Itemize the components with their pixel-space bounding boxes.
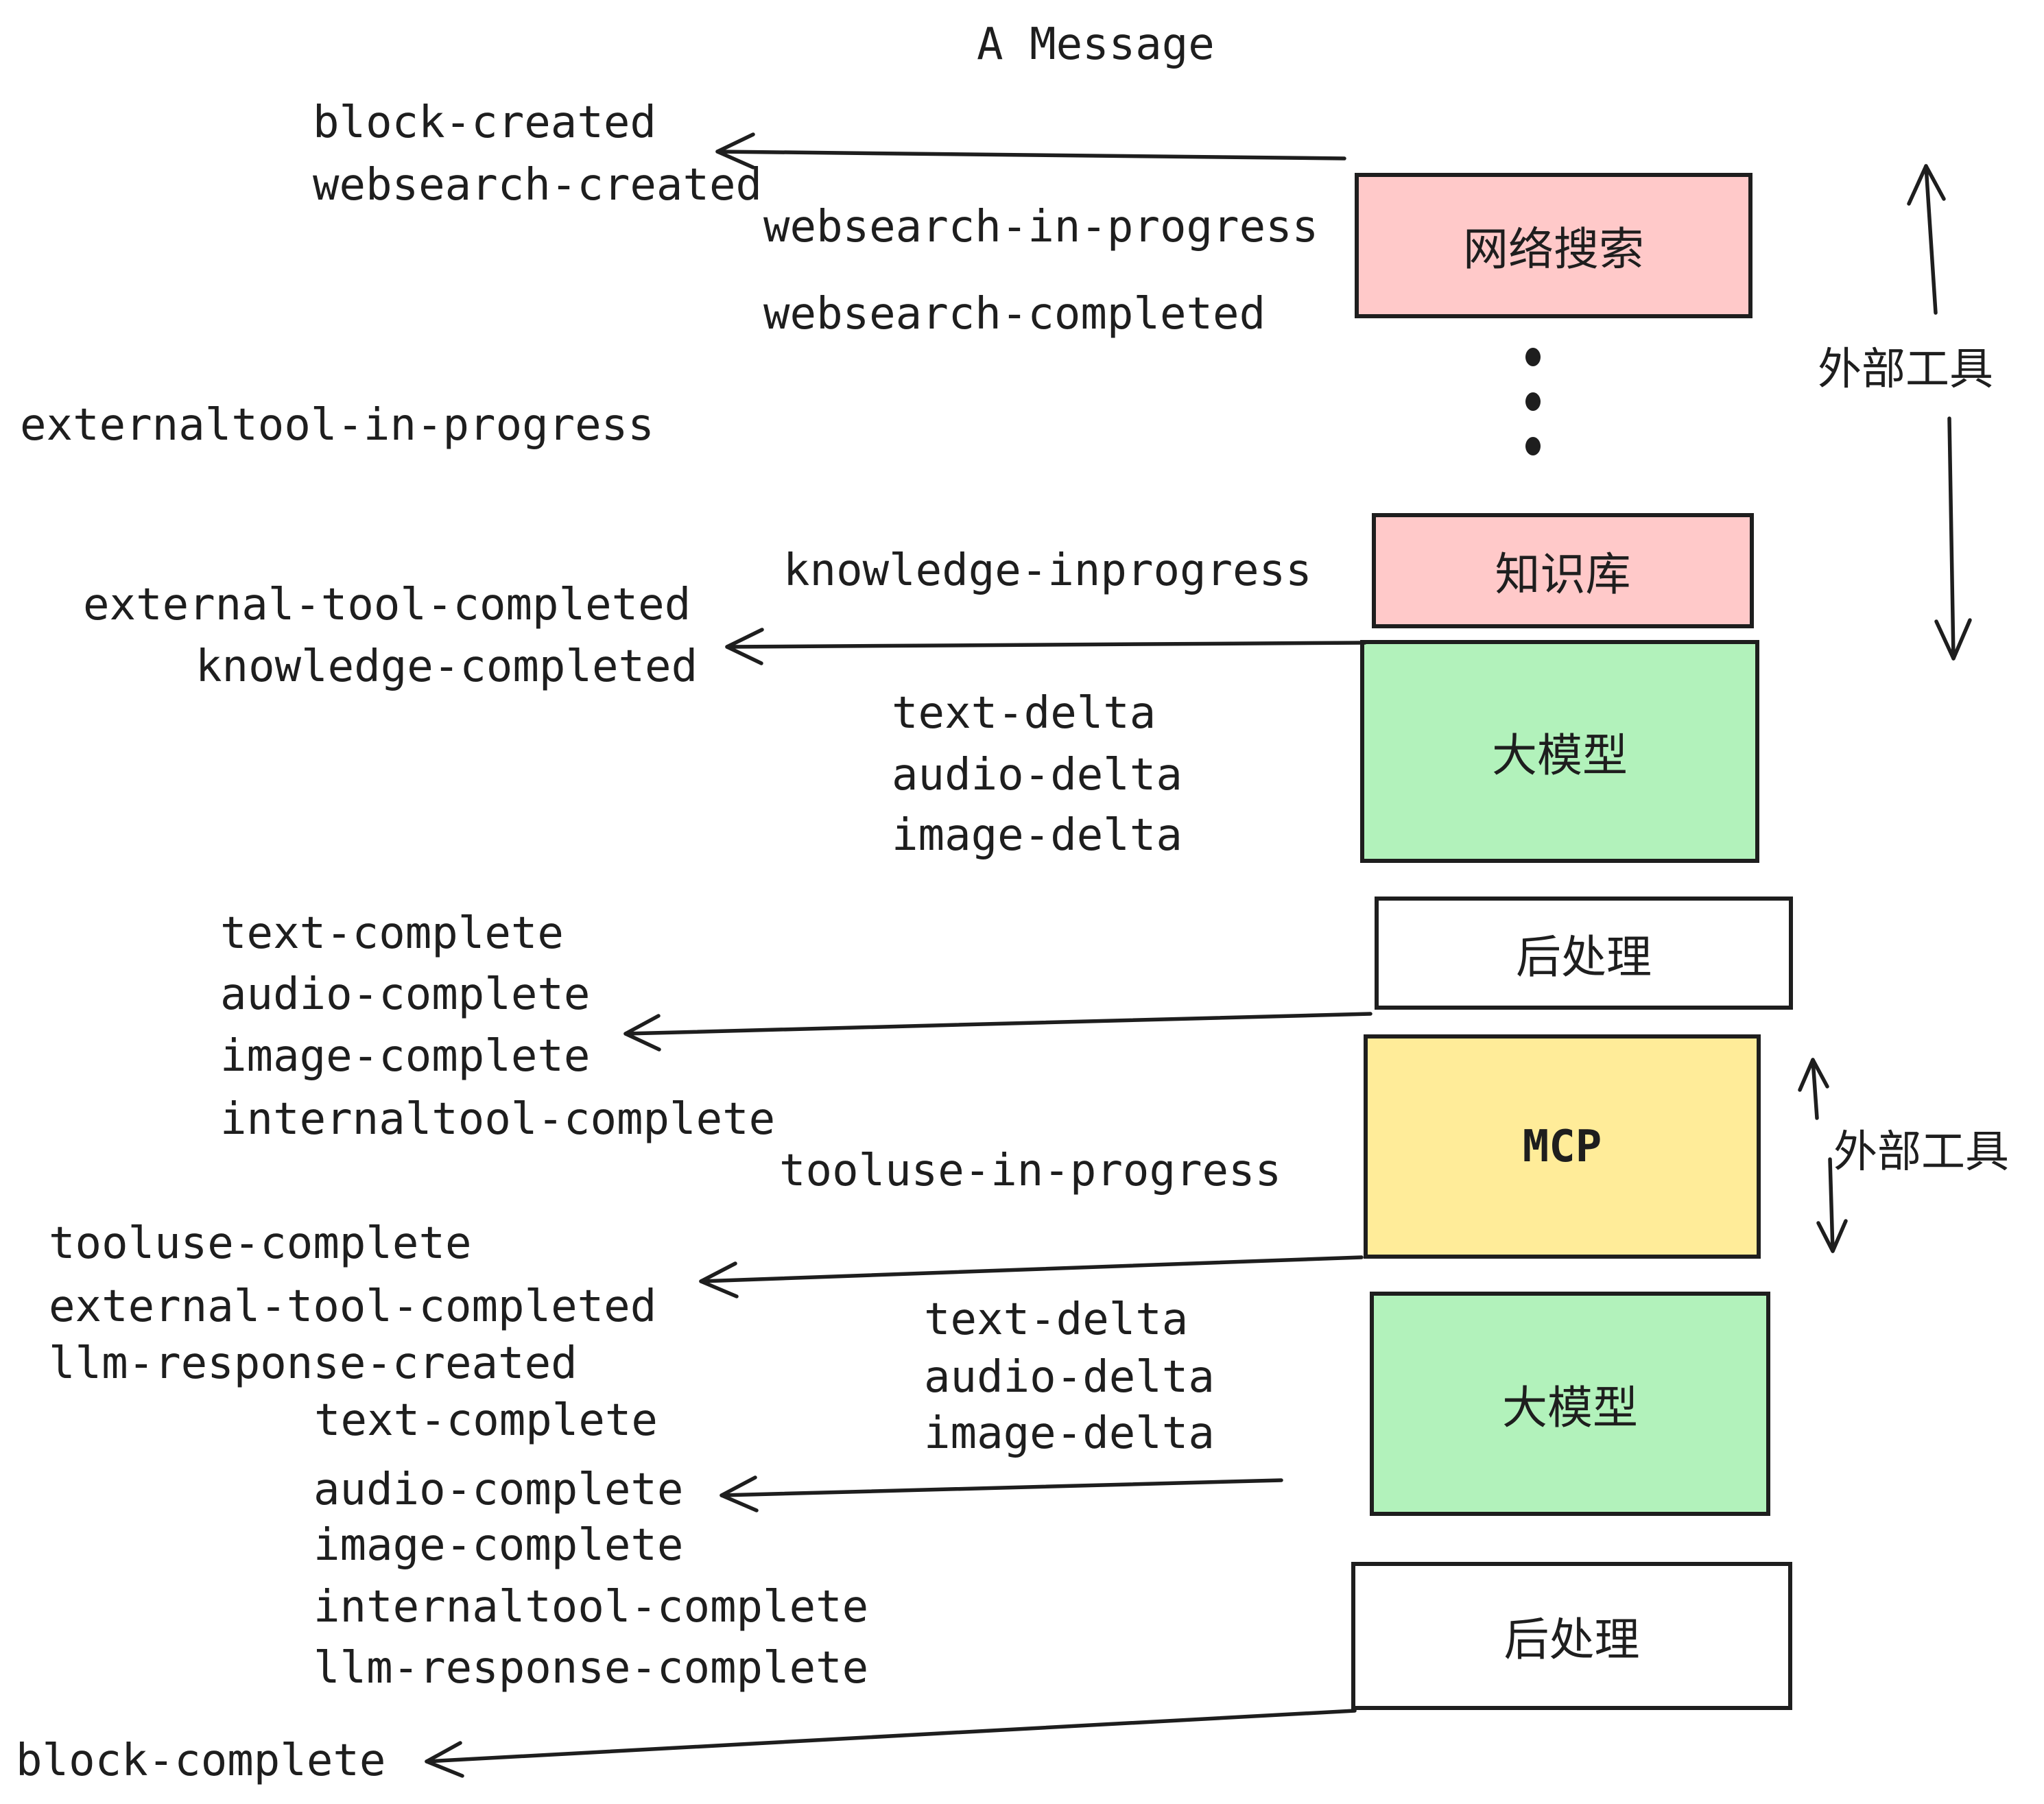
arrow-tooluse-complete-head — [699, 1261, 739, 1298]
event-label-tooluse-complete: tooluse-complete — [49, 1218, 472, 1269]
arrow-external-tools-1-down-line — [1947, 416, 1956, 661]
arrow-audio-complete-line — [720, 1478, 1283, 1497]
arrow-tooluse-complete-line — [699, 1255, 1364, 1283]
arrow-audio-complete-head — [720, 1475, 759, 1512]
event-label-external-tool-completed-2: external-tool-completed — [49, 1281, 657, 1332]
event-label-externaltool-in-progress: externaltool-in-progress — [20, 400, 654, 451]
box-websearch: 网络搜索 — [1355, 173, 1752, 318]
arrow-external-tools-1-down-head — [1934, 618, 1972, 661]
external-tools-annotation-1: 外部工具 — [1818, 344, 1993, 394]
event-label-block-complete: block-complete — [16, 1735, 386, 1786]
box-post-1-label: 后处理 — [1516, 931, 1652, 982]
arrow-external-tools-2-down-head — [1816, 1219, 1848, 1253]
event-label-audio-delta-1: audio-delta — [892, 750, 1183, 800]
event-label-image-delta-1: image-delta — [892, 810, 1183, 861]
arrow-external-tools-2-down-line — [1828, 1157, 1835, 1253]
event-label-image-delta-2: image-delta — [924, 1408, 1215, 1459]
event-label-llm-response-complete: llm-response-complete — [313, 1643, 869, 1694]
event-label-image-complete-2: image-complete — [313, 1520, 684, 1571]
box-llm-1-label: 大模型 — [1492, 729, 1628, 781]
event-label-text-delta-1: text-delta — [892, 688, 1156, 739]
box-mcp-label: MCP — [1522, 1121, 1602, 1172]
event-label-websearch-in-progress: websearch-in-progress — [763, 202, 1319, 252]
box-websearch-label: 网络搜索 — [1463, 224, 1644, 274]
arrow-knowledge-completed-line — [725, 641, 1367, 649]
event-label-websearch-completed: websearch-completed — [763, 289, 1266, 340]
ellipsis-dot-3 — [1525, 437, 1541, 455]
arrow-knowledge-completed-head — [725, 628, 764, 665]
event-label-text-complete-1: text-complete — [220, 908, 564, 959]
event-label-audio-complete-2: audio-complete — [313, 1464, 684, 1515]
box-llm-2-label: 大模型 — [1502, 1381, 1638, 1433]
event-label-image-complete-1: image-complete — [220, 1031, 591, 1082]
event-label-tooluse-in-progress: tooluse-in-progress — [779, 1146, 1282, 1196]
arrow-internal-complete-line — [623, 1012, 1372, 1036]
box-post-2: 后处理 — [1351, 1562, 1792, 1710]
box-knowledge-label: 知识库 — [1495, 549, 1631, 600]
event-label-knowledge-completed: knowledge-completed — [195, 641, 698, 692]
event-label-text-complete-2: text-complete — [314, 1395, 658, 1446]
arrow-external-tools-2-up-line — [1811, 1058, 1819, 1120]
arrow-block-complete-head — [425, 1741, 464, 1778]
event-label-internaltool-complete-1: internaltool-complete — [220, 1094, 776, 1145]
ellipsis-dot-1 — [1525, 348, 1541, 366]
arrow-block-complete-line — [425, 1709, 1357, 1764]
event-label-internaltool-complete-2: internaltool-complete — [313, 1582, 869, 1633]
ellipsis-dot-2 — [1525, 392, 1541, 411]
event-label-block-created: block-created — [313, 97, 656, 148]
arrow-external-tools-2-up-head — [1798, 1058, 1829, 1092]
box-post-2-label: 后处理 — [1504, 1614, 1640, 1665]
event-label-audio-complete-1: audio-complete — [220, 969, 591, 1020]
diagram-title: A Message — [977, 19, 1215, 70]
box-post-1: 后处理 — [1375, 897, 1793, 1010]
arrow-external-tools-1-up-head — [1907, 164, 1946, 206]
event-label-text-delta-2: text-delta — [924, 1294, 1189, 1345]
event-label-knowledge-inprogress: knowledge-inprogress — [783, 545, 1312, 596]
box-mcp: MCP — [1364, 1034, 1761, 1259]
arrow-internal-complete-head — [623, 1014, 661, 1052]
event-label-llm-response-created: llm-response-created — [49, 1338, 578, 1389]
event-label-external-tool-completed-1: external-tool-completed — [83, 580, 691, 630]
external-tools-annotation-2: 外部工具 — [1833, 1127, 2009, 1176]
event-label-websearch-created: websearch-created — [313, 160, 763, 211]
box-knowledge: 知识库 — [1372, 513, 1754, 628]
box-llm-1: 大模型 — [1360, 640, 1759, 863]
arrow-external-tools-1-up-line — [1924, 164, 1938, 315]
event-label-audio-delta-2: audio-delta — [924, 1352, 1215, 1403]
box-llm-2: 大模型 — [1370, 1292, 1770, 1516]
arrow-websearch-created-line — [715, 150, 1346, 161]
